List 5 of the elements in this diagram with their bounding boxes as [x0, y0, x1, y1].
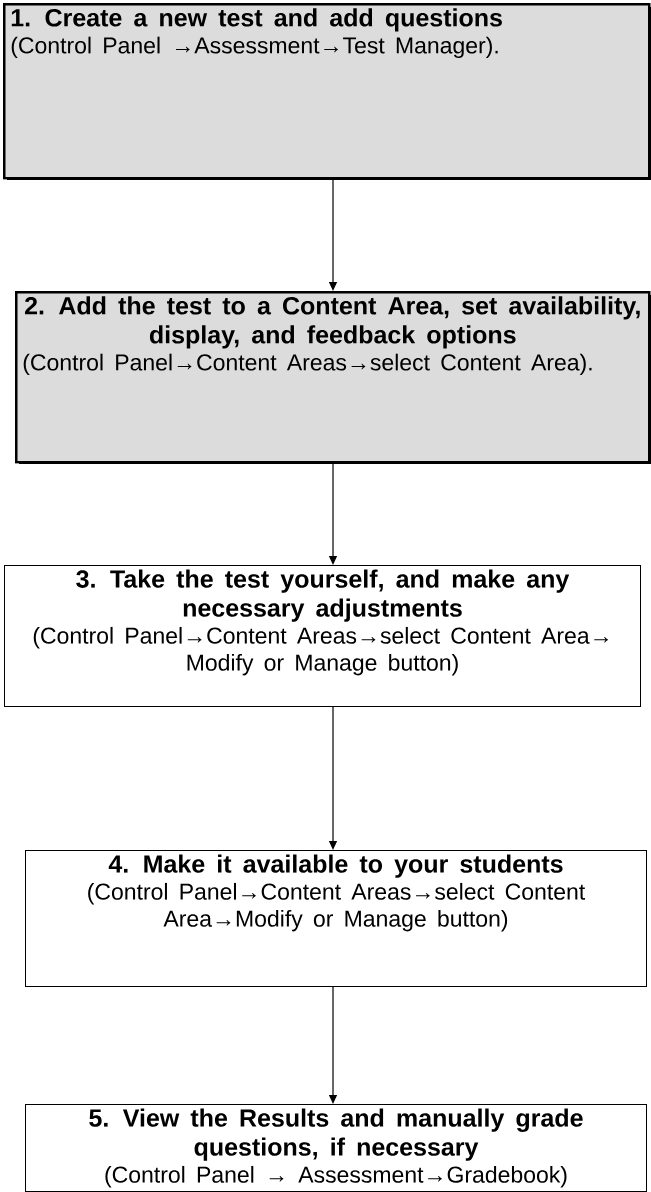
step-box: 3. Take the test yourself, and make any necessary adjustments (Control Panel→Content Areas→select Content Area→ Modify or Manage button): [4, 565, 641, 707]
step-box: 4. Make it available to your students (Control Panel→Content Areas→select Content Area→Modify or Manage button): [25, 850, 647, 987]
step-box: 1. Create a new test and add questions (Control Panel →Assessment→Test Manager).: [3, 3, 651, 180]
step-box: 5. View the Results and manually grade questions, if necessary (Control Panel → Assessment→Gradebook): [25, 1104, 647, 1192]
step-box: 2. Add the test to a Content Area, set availability, display, and feedback options (Control Panel→Content Areas→select Content Area).: [15, 291, 651, 464]
